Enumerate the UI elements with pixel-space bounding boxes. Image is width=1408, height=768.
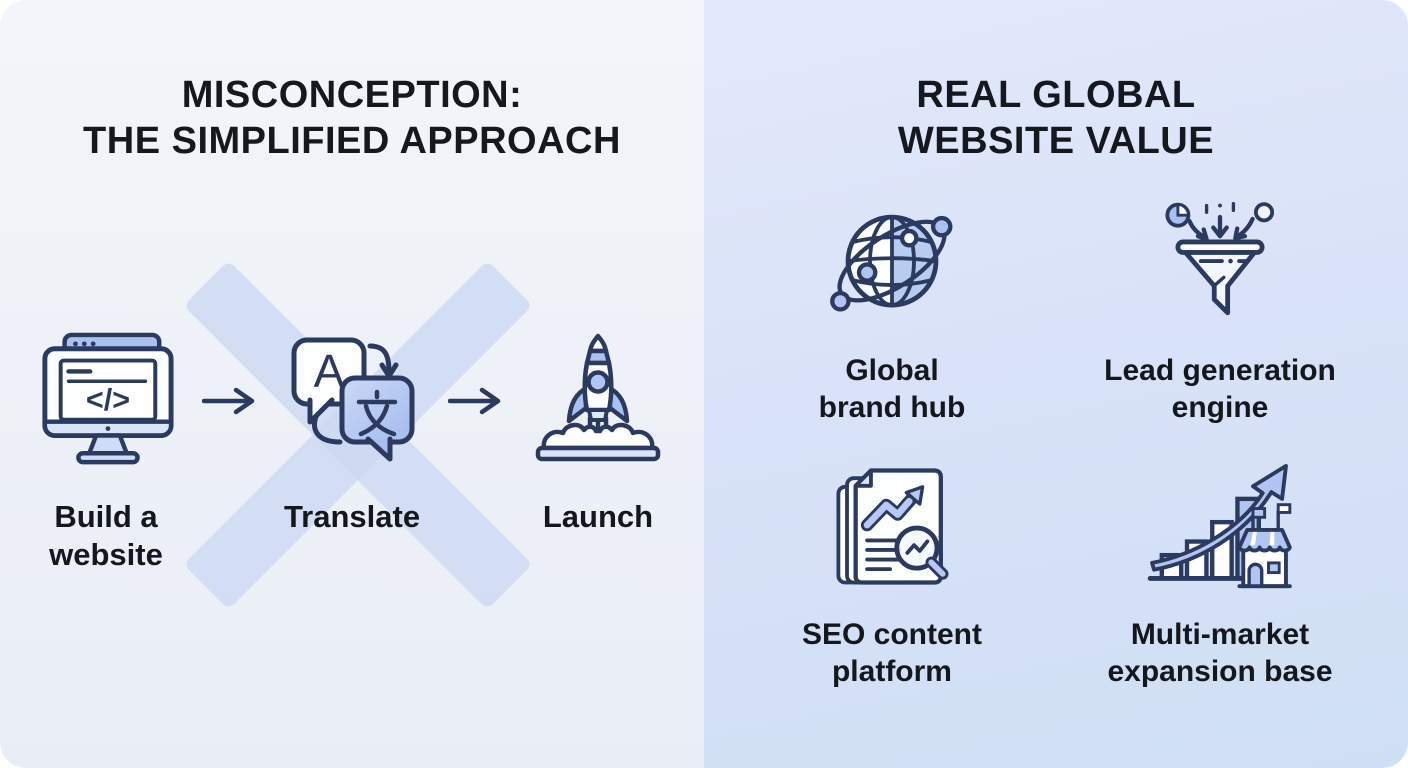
value-lead-generation: Lead generation engine	[1060, 196, 1380, 426]
right-title-line2: WEBSITE VALUE	[897, 120, 1215, 162]
left-title-line2: THE SIMPLIFIED APPROACH	[83, 120, 621, 162]
value-global-brand-hub: Global brand hub	[732, 196, 1052, 426]
step-label: Translate	[283, 499, 421, 534]
code-monitor-icon: </>	[42, 332, 174, 465]
right-panel-title: REAL GLOBAL WEBSITE VALUE	[704, 72, 1408, 164]
value-label: Multi-market expansion base	[1107, 618, 1333, 688]
misconception-panel: MISCONCEPTION: THE SIMPLIFIED APPROACH	[0, 0, 704, 768]
rocket-launch-icon	[535, 333, 661, 462]
growth-chart-store-icon	[1147, 463, 1292, 589]
simplified-flow: </> Build a website	[0, 330, 704, 574]
right-title-line1: REAL GLOBAL	[916, 74, 1196, 116]
value-seo-content: SEO content platform	[732, 460, 1052, 690]
step-build-website: </> Build a website	[12, 330, 200, 574]
value-label: Global brand hub	[818, 354, 966, 424]
step-translate: A	[258, 330, 446, 536]
real-value-panel: REAL GLOBAL WEBSITE VALUE	[704, 0, 1408, 768]
value-label: Lead generation engine	[1104, 354, 1336, 424]
value-multi-market: Multi-market expansion base	[1060, 460, 1380, 690]
value-grid: Global brand hub	[732, 196, 1380, 690]
translate-bubbles-icon: A	[291, 337, 415, 462]
right-arrow-icon	[202, 387, 255, 415]
lead-funnel-icon	[1165, 201, 1275, 316]
svg-text:</>: </>	[86, 383, 130, 417]
step-label: Build a website	[49, 499, 163, 572]
value-label: SEO content platform	[801, 618, 982, 688]
step-launch: Launch	[504, 330, 692, 536]
globe-network-icon	[830, 214, 953, 312]
step-label: Launch	[542, 499, 654, 534]
seo-documents-icon	[836, 468, 949, 585]
left-panel-title: MISCONCEPTION: THE SIMPLIFIED APPROACH	[0, 72, 704, 164]
svg-text:A: A	[314, 345, 345, 397]
right-arrow-icon	[448, 387, 501, 415]
left-title-line1: MISCONCEPTION:	[181, 74, 523, 116]
